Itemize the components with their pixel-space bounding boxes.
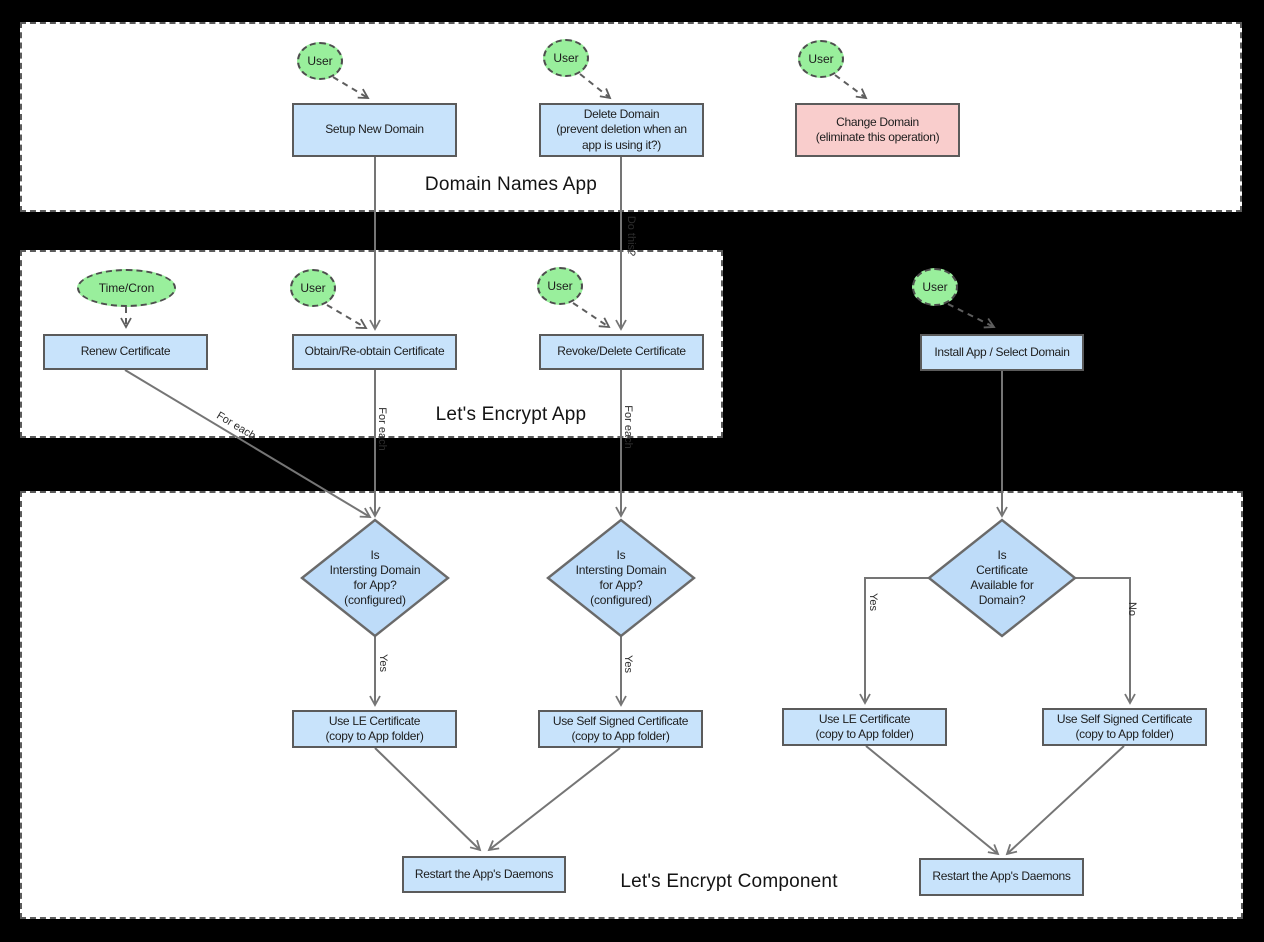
edge-user1-to-setup — [332, 76, 370, 99]
edge-usele2-to-restart2 — [865, 745, 1000, 856]
edge-usele1-to-restart1 — [374, 747, 482, 852]
edge-label-no: No — [1126, 601, 1138, 617]
node-delete-domain: Delete Domain (prevent deletion when an … — [539, 103, 704, 157]
actor-user-change: User — [798, 40, 844, 78]
node-setup-new-domain: Setup New Domain — [292, 103, 457, 157]
node-change-domain: Change Domain (eliminate this operation) — [795, 103, 960, 157]
actor-user-install: User — [912, 268, 958, 306]
decision-interesting-domain-2-label: Is Intersting Domain for App? (configure… — [575, 548, 667, 607]
node-obtain-certificate: Obtain/Re-obtain Certificate — [292, 334, 457, 370]
node-use-le-certificate-1: Use LE Certificate (copy to App folder) — [292, 710, 457, 748]
node-use-le-certificate-2: Use LE Certificate (copy to App folder) — [782, 708, 947, 746]
actor-time-cron: Time/Cron — [77, 269, 176, 307]
decision-cert-available-shape — [927, 518, 1077, 638]
node-renew-certificate: Renew Certificate — [43, 334, 208, 370]
node-restart-daemons-2: Restart the App's Daemons — [919, 858, 1084, 896]
edge-label-yes-1: Yes — [377, 654, 389, 672]
actor-user-setup: User — [297, 42, 343, 80]
title-lets-encrypt-app: Let's Encrypt App — [435, 404, 587, 425]
title-lets-encrypt-component: Let's Encrypt Component — [620, 871, 838, 892]
edge-user4-to-obtain — [326, 304, 368, 329]
node-use-self-signed-2: Use Self Signed Certificate (copy to App… — [1042, 708, 1207, 746]
decision-interesting-domain-1-label: Is Intersting Domain for App? (configure… — [329, 548, 421, 607]
node-install-app: Install App / Select Domain — [920, 334, 1084, 371]
edge-user3-to-change — [834, 74, 868, 100]
edge-decision3-yes — [859, 577, 929, 705]
edge-selfsigned2-to-restart2 — [1005, 745, 1125, 856]
node-restart-daemons-1: Restart the App's Daemons — [402, 856, 566, 893]
edge-label-for-each-1: For each — [376, 407, 388, 451]
decision-interesting-domain-2-shape — [546, 518, 696, 638]
node-revoke-certificate: Revoke/Delete Certificate — [539, 334, 704, 370]
edge-user2-to-delete — [579, 73, 612, 100]
edge-label-yes-3: Yes — [867, 593, 879, 611]
decision-interesting-domain-1-shape — [300, 518, 450, 638]
actor-user-revoke: User — [537, 267, 583, 305]
actor-user-obtain: User — [290, 269, 336, 307]
actor-user-delete: User — [543, 39, 589, 77]
edge-user5-to-revoke — [572, 302, 611, 329]
edge-renew-to-decision1 — [124, 369, 372, 518]
decision-cert-available-label: Is Certificate Available for Domain? — [970, 548, 1034, 607]
edge-user6-to-install — [947, 303, 996, 329]
edge-label-do-this: Do this? — [625, 215, 637, 257]
edge-selfsigned1-to-restart1 — [487, 747, 621, 852]
edge-decision3-no — [1075, 577, 1136, 705]
edge-label-for-each-2: For each — [622, 405, 634, 449]
node-use-self-signed-1: Use Self Signed Certificate (copy to App… — [538, 710, 703, 748]
title-domain-names-app: Domain Names App — [424, 174, 598, 195]
edge-label-yes-2: Yes — [622, 655, 634, 673]
